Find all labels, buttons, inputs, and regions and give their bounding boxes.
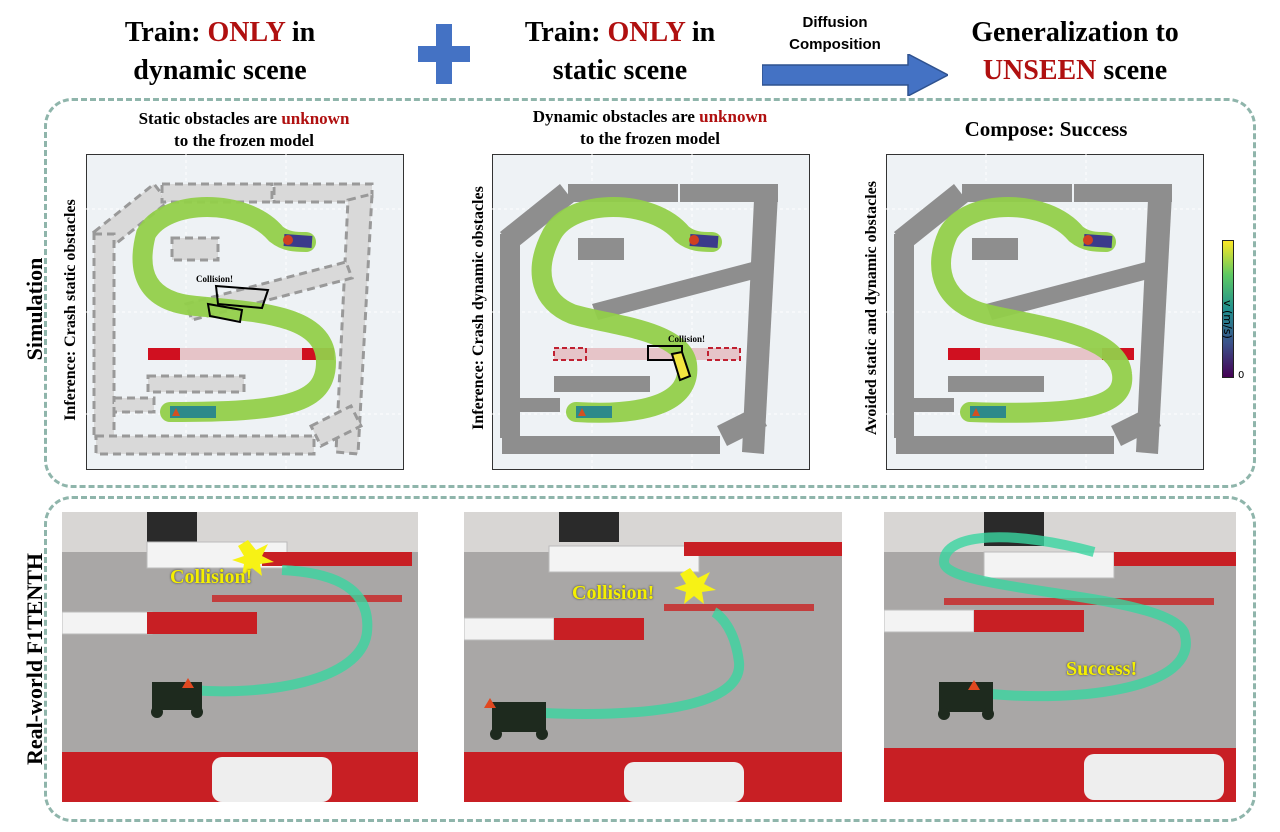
header-right: Generalization to UNSEEN scene <box>930 14 1220 90</box>
collision-burst-icon <box>232 540 274 576</box>
simulation-frame <box>44 98 1256 488</box>
static-obstacles <box>894 184 1172 454</box>
header-left-suffix: in <box>284 17 316 48</box>
goal-marker-icon <box>1083 235 1093 245</box>
header-left-line2: dynamic scene <box>133 55 307 86</box>
colorbar-title: v (m/s) <box>1221 300 1234 339</box>
header-middle: Train: ONLY in static scene <box>480 14 760 90</box>
real-photo-dynamic-crash <box>464 512 842 802</box>
colorbar-min-label: 0 <box>1238 370 1245 381</box>
sim-plot-composed-success <box>886 154 1204 470</box>
start-marker-icon <box>172 408 180 416</box>
row-label-real-world: Real-world F1TENTH <box>22 552 47 766</box>
panel1-title-emph: unknown <box>281 109 350 128</box>
goal-marker-icon <box>283 235 293 245</box>
diffusion-composition-label: Diffusion Composition <box>760 12 910 56</box>
panel1-side-label: Inference: Crash static obstacles <box>62 199 79 421</box>
panel3-title: Compose: Success <box>964 117 1128 141</box>
header-middle-prefix: Train: <box>524 17 608 48</box>
panel2-title-prefix: Dynamic obstacles are <box>532 107 700 126</box>
header-middle-suffix: in <box>684 17 716 48</box>
panel2-side-label: Inference: Crash dynamic obstacles <box>470 186 487 430</box>
collision-burst-icon <box>674 568 716 604</box>
header-left-emph: ONLY <box>207 17 285 48</box>
photo3-annotation: Success! <box>1066 658 1138 680</box>
static-obstacles-unknown <box>91 181 374 456</box>
header-middle-line2: static scene <box>552 55 688 86</box>
header-right-line1: Generalization to <box>971 17 1179 48</box>
sim-plot-dynamic-crash: Collision! <box>492 154 810 470</box>
real-world-frame <box>44 496 1256 822</box>
panel1-title: Static obstacles are unknown to the froz… <box>84 108 404 152</box>
header-right-emph: UNSEEN <box>982 55 1097 86</box>
right-arrow-icon <box>762 54 948 96</box>
plus-icon <box>418 24 470 84</box>
goal-marker-icon <box>689 235 699 245</box>
header-left: Train: ONLY in dynamic scene <box>80 14 360 90</box>
sim-plot-static-crash: Collision! <box>86 154 404 470</box>
start-marker-icon <box>578 408 586 416</box>
row-label-simulation: Simulation <box>22 257 47 361</box>
photo2-annotation: Collision! <box>572 582 655 604</box>
panel2-collision-label: Collision! <box>668 334 705 344</box>
diffusion-label-line1: Diffusion <box>802 14 868 31</box>
panel2-title-line2: to the frozen model <box>580 129 720 148</box>
panel1-title-prefix: Static obstacles are <box>138 109 282 128</box>
header-middle-emph: ONLY <box>607 17 685 48</box>
start-marker-icon <box>972 408 980 416</box>
photo1-annotation: Collision! <box>170 566 253 588</box>
panel3-side-label: Avoided static and dynamic obstacles <box>863 181 880 435</box>
header-left-prefix: Train: <box>124 17 208 48</box>
panel1-title-line2: to the frozen model <box>174 131 314 150</box>
panel1-collision-label: Collision! <box>196 274 233 284</box>
velocity-colorbar <box>1222 240 1234 378</box>
header-right-suffix: scene <box>1096 55 1168 86</box>
panel2-title: Dynamic obstacles are unknown to the fro… <box>490 106 810 150</box>
diffusion-label-line2: Composition <box>789 36 881 53</box>
static-obstacles <box>500 184 778 454</box>
real-photo-static-crash <box>62 512 418 802</box>
real-photo-composed-success <box>884 512 1236 802</box>
panel2-title-emph: unknown <box>699 107 768 126</box>
